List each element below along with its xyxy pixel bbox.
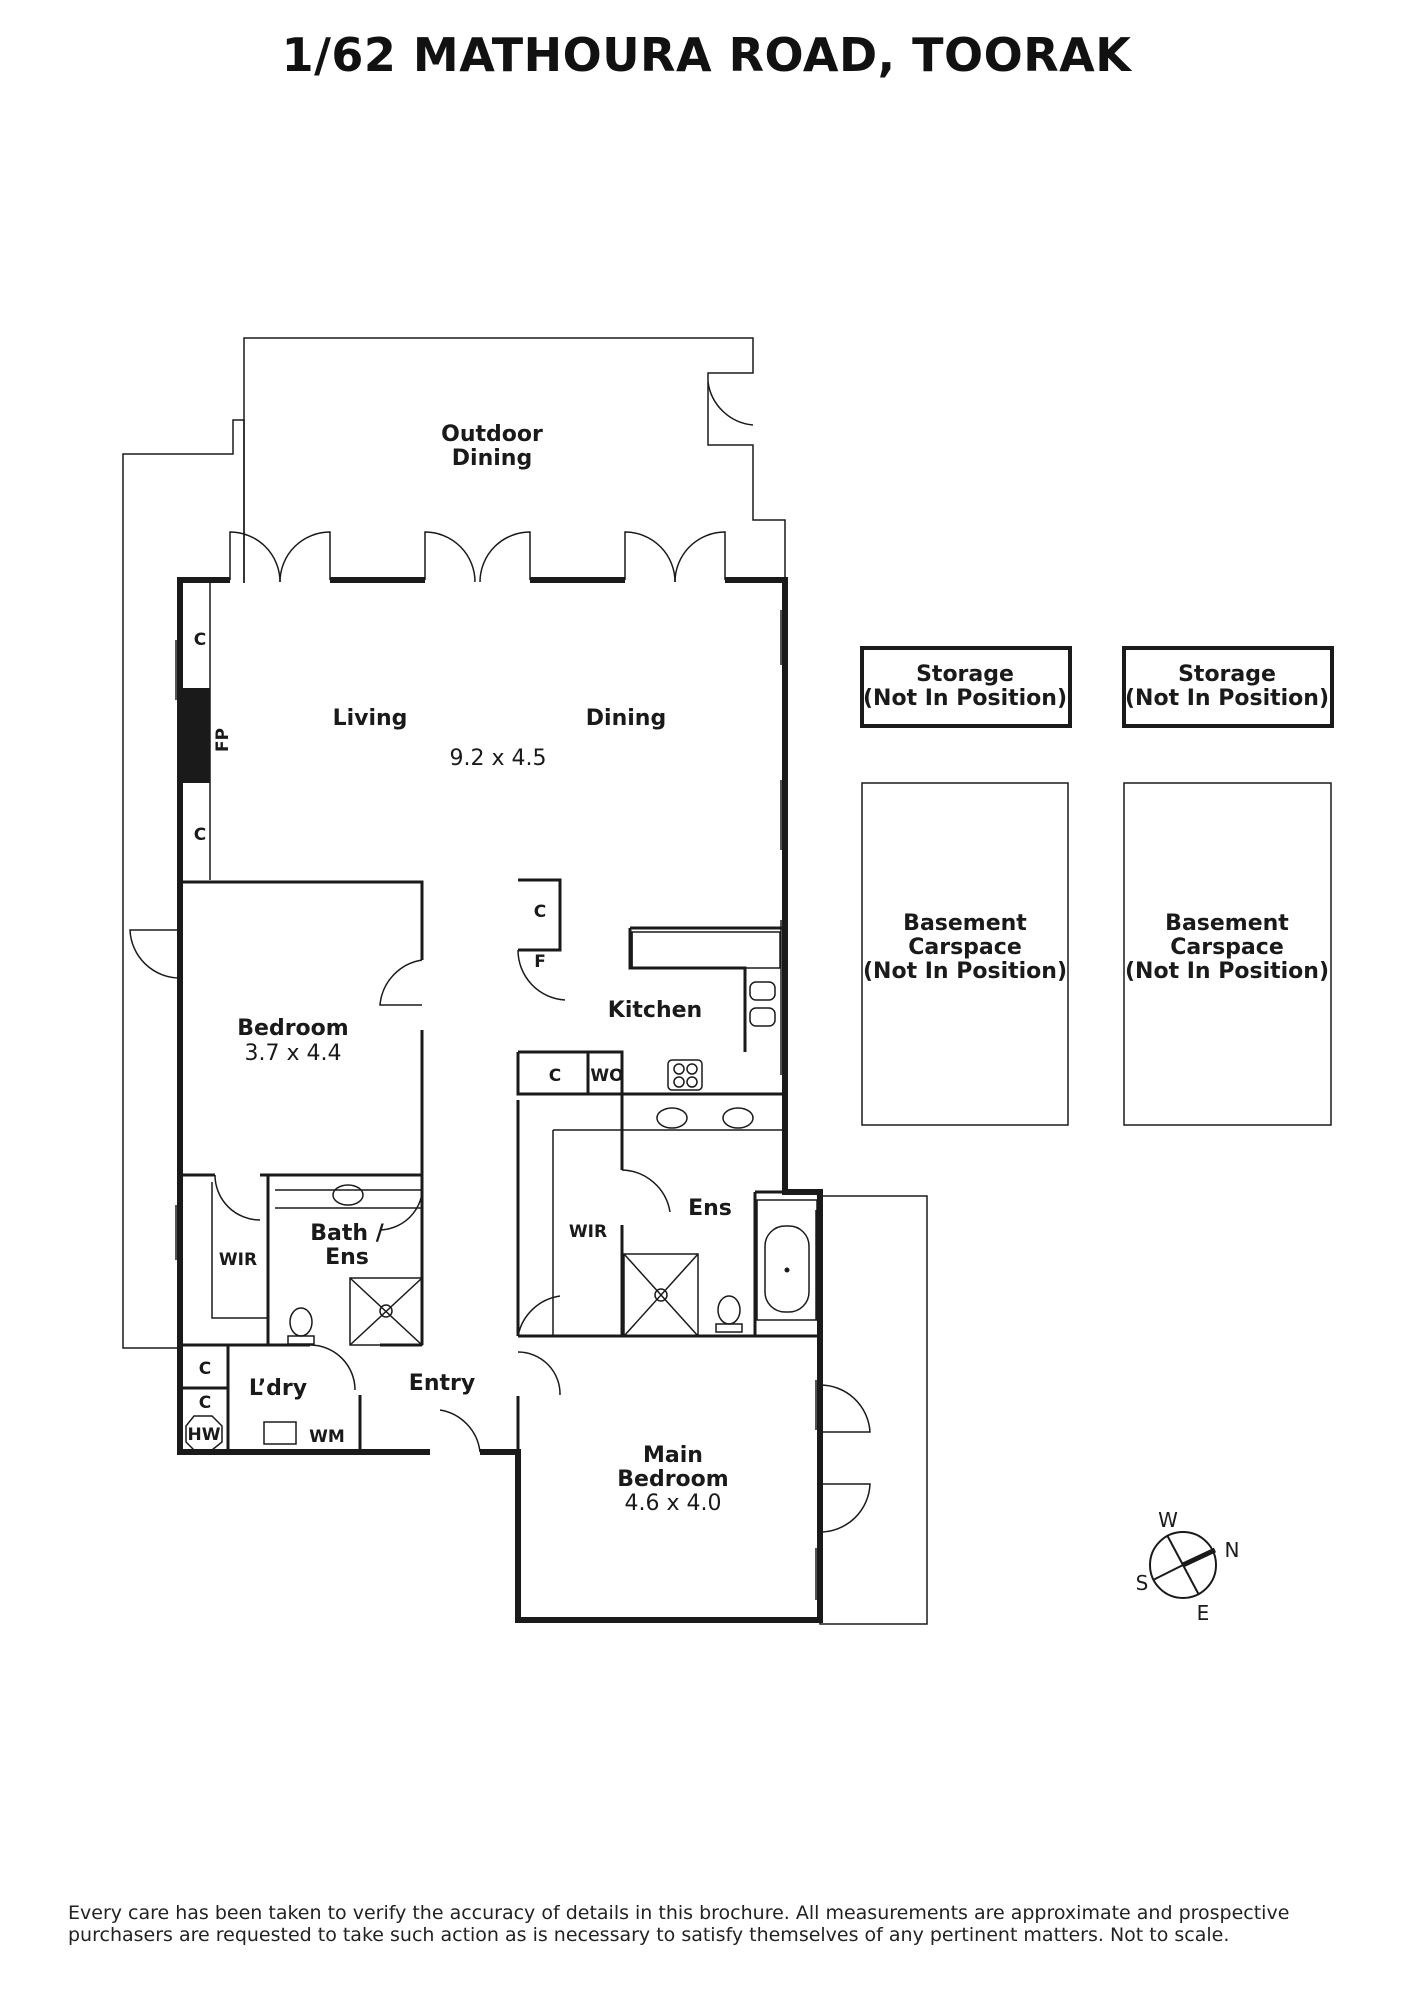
label-wall-oven: WO [590, 1066, 623, 1086]
label-outdoor-dining-2: Dining [452, 446, 532, 471]
label-bath-ens-2: Ens [325, 1245, 369, 1270]
label-storage-2a: Storage [1178, 662, 1276, 687]
compass-icon: W N S E [1136, 1508, 1240, 1625]
compass-w: W [1158, 1508, 1178, 1532]
label-dining: Dining [586, 706, 666, 731]
label-main-bedroom-1: Main [643, 1443, 703, 1468]
label-cupboard-4: C [199, 1359, 211, 1379]
label-outdoor-dining-1: Outdoor [441, 422, 543, 447]
fixtures [180, 580, 1334, 1625]
compass-n: N [1225, 1538, 1240, 1562]
label-bath-ens-1: Bath / [310, 1221, 384, 1246]
label-ensuite: Ens [688, 1196, 732, 1221]
label-cupboard-1: C [194, 630, 206, 650]
label-carspace-1b: Carspace [908, 935, 1022, 960]
doors[interactable] [129, 381, 871, 1533]
compass-e: E [1197, 1601, 1210, 1625]
label-cupboard-5: C [199, 1393, 211, 1413]
label-kitchen: Kitchen [608, 998, 702, 1023]
label-cupboard-kitchen: C [534, 902, 546, 922]
compass-s: S [1136, 1571, 1149, 1595]
label-main-bedroom-2: Bedroom [617, 1467, 728, 1492]
label-fridge: F [534, 952, 546, 972]
page-title: 1/62 MATHOURA ROAD, TOORAK [281, 28, 1132, 82]
label-storage-2b: (Not In Position) [1125, 686, 1329, 711]
label-cupboard-3: C [549, 1066, 561, 1086]
interior-walls [180, 878, 820, 1452]
fireplace [180, 688, 210, 783]
label-main-bedroom-dimensions: 4.6 x 4.0 [625, 1491, 722, 1516]
label-carspace-1a: Basement [903, 911, 1027, 936]
label-hot-water: HW [188, 1425, 221, 1445]
label-bedroom-dimensions: 3.7 x 4.4 [245, 1041, 342, 1066]
label-wir-1: WIR [219, 1250, 257, 1270]
label-carspace-1c: (Not In Position) [863, 959, 1067, 984]
label-carspace-2b: Carspace [1170, 935, 1284, 960]
label-living-dimensions: 9.2 x 4.5 [450, 746, 547, 771]
label-washing-machine: WM [309, 1427, 345, 1447]
label-storage-1b: (Not In Position) [863, 686, 1067, 711]
label-carspace-2a: Basement [1165, 911, 1289, 936]
label-wir-2: WIR [569, 1222, 607, 1242]
label-living: Living [333, 706, 408, 731]
label-fireplace: FP [213, 728, 233, 752]
outdoor-dining-outline [243, 337, 786, 583]
label-laundry: L’dry [249, 1376, 307, 1401]
label-bedroom: Bedroom [237, 1016, 348, 1041]
disclaimer: Every care has been taken to verify the … [68, 1902, 1290, 1946]
label-storage-1a: Storage [916, 662, 1014, 687]
label-entry: Entry [409, 1371, 475, 1396]
exterior-wall [177, 577, 230, 1350]
label-cupboard-2: C [194, 825, 206, 845]
windows [175, 610, 817, 1600]
label-carspace-2c: (Not In Position) [1125, 959, 1329, 984]
